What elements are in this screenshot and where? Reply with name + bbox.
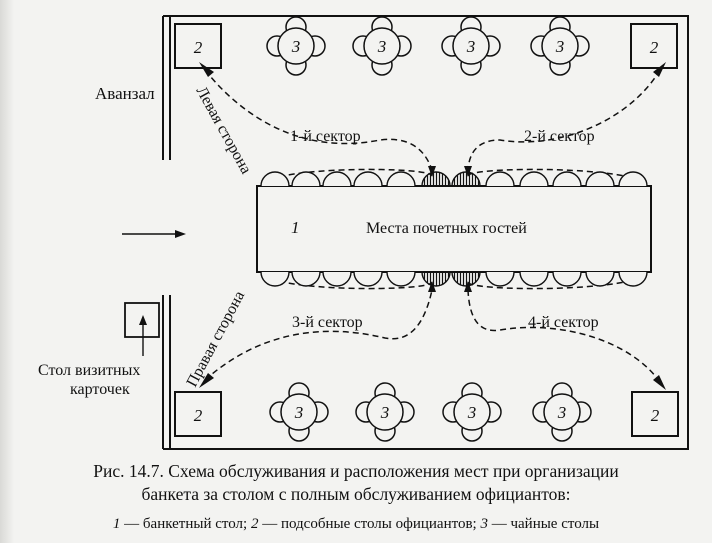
tea-table: 3 [442,382,502,442]
card-table-arrow [139,315,147,356]
service-table-number: 2 [194,38,203,57]
chair [552,171,582,187]
chair [386,271,416,287]
tea-table-number: 3 [380,403,390,422]
page-edge-shadow [0,0,14,543]
entrance-arrow [122,230,186,238]
figure-legend: 1 — банкетный стол; 2 — подсобные столы … [0,516,712,533]
chair [585,271,615,287]
chair [485,271,515,287]
tea-table-number: 3 [294,403,304,422]
sector-3-label: 3-й сектор [292,314,363,331]
tea-table: 3 [530,16,590,76]
service-table-number: 2 [194,406,203,425]
tea-table: 3 [532,382,592,442]
tea-tables: 3 3 3 3 3 3 3 3 [266,16,592,442]
chair [451,271,481,287]
figure-caption-line-1: Рис. 14.7. Схема обслуживания и располож… [93,461,619,481]
chair [260,171,290,187]
left-side-label: Левая сторона [193,84,255,177]
service-table [631,391,679,437]
tea-table: 3 [269,382,329,442]
service-table-number: 2 [651,406,660,425]
chair [353,171,383,187]
tea-table-number: 3 [291,37,301,56]
card-table-label-1: Стол визитных [38,362,140,379]
legend-num-1: 1 [112,516,121,532]
tea-table: 3 [352,16,412,76]
chair [618,271,648,287]
business-card-table [124,302,160,338]
chair [291,271,321,287]
chair [451,171,481,187]
sector-4-label: 4-й сектор [528,314,599,331]
sector-2-label: 2-й сектор [524,128,595,145]
tea-table-number: 3 [466,37,476,56]
banquet-chairs [260,171,648,287]
sector-1-label: 1-й сектор [290,128,361,145]
service-table [630,23,678,69]
chair [353,271,383,287]
chair [585,171,615,187]
chair [485,171,515,187]
legend-num-2: 2 [250,516,259,532]
legend-text-3: — чайные столы [487,516,600,532]
hall-wall [163,15,689,450]
banquet-table-number: 1 [291,218,300,237]
service-tables: 2 2 2 2 [174,23,679,437]
chair [322,171,352,187]
chair [519,171,549,187]
chair [260,271,290,287]
honored-guests-label: Места почетных гостей [366,220,527,237]
chair [421,171,451,187]
tea-table-number: 3 [377,37,387,56]
chair [291,171,321,187]
legend-text-1: — банкетный стол; [120,516,251,532]
service-table [174,23,222,69]
avanzal-label: Аванзал [95,84,155,103]
tea-table-number: 3 [555,37,565,56]
service-table [174,391,222,437]
chair [322,271,352,287]
chair [421,271,451,287]
tea-table: 3 [441,16,501,76]
chair [519,271,549,287]
card-table-label-2: карточек [70,381,130,398]
service-table-number: 2 [650,38,659,57]
tea-table: 3 [355,382,415,442]
legend-num-3: 3 [480,516,488,532]
chair [552,271,582,287]
tea-table-number: 3 [557,403,567,422]
tea-table-number: 3 [467,403,477,422]
chair [386,171,416,187]
chair [618,171,648,187]
tea-table: 3 [266,16,326,76]
legend-text-2: — подсобные столы официантов; [258,516,481,532]
figure-caption-line-2: банкета за столом с полным обслуживанием… [141,484,571,504]
right-side-label: Правая сторона [184,288,249,390]
